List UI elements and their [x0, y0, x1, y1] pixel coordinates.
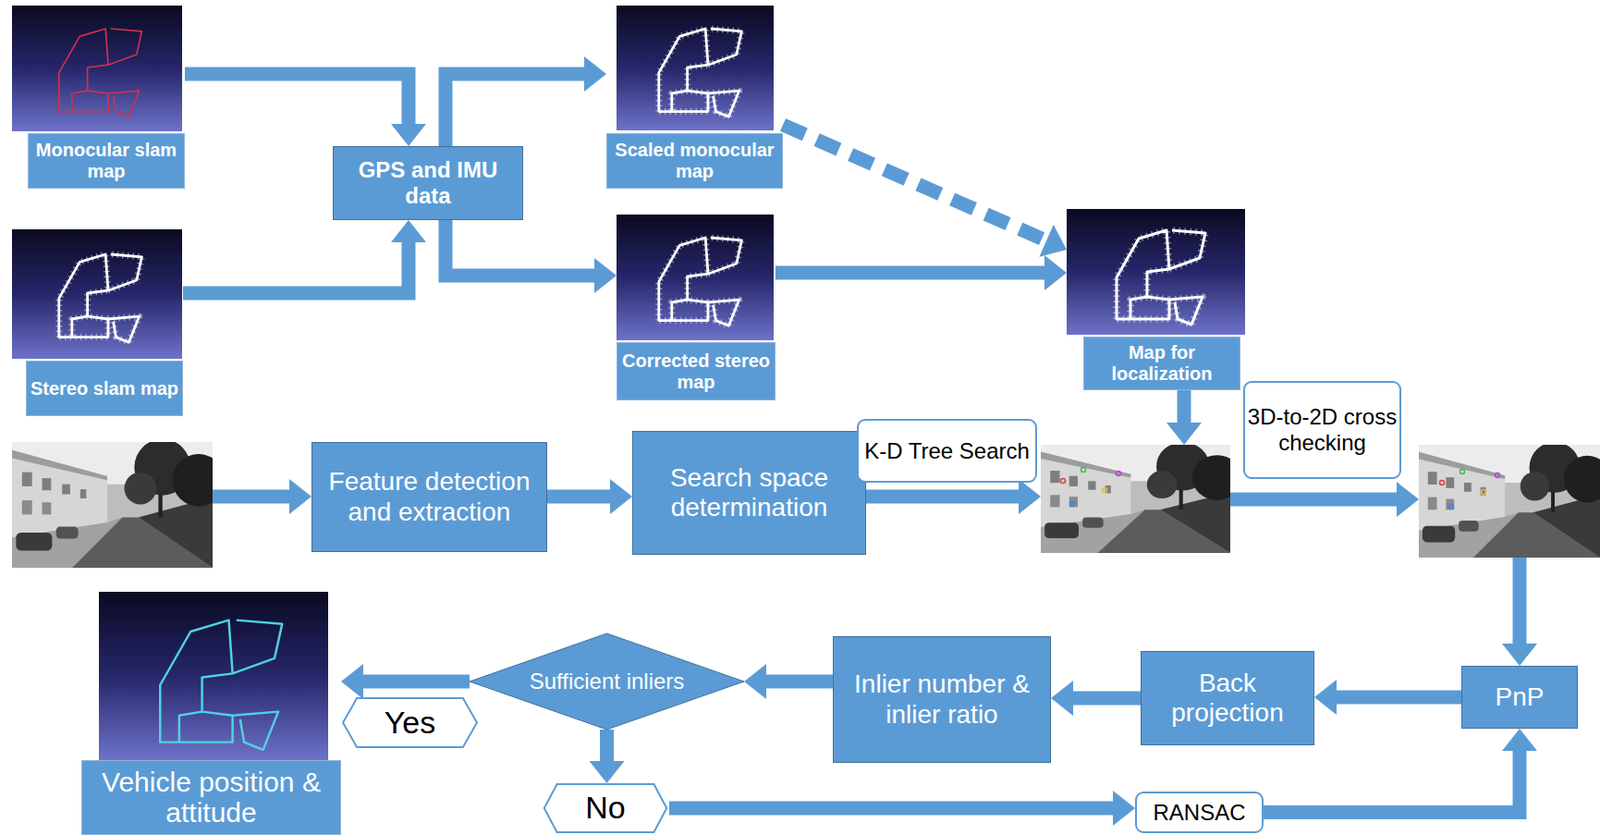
shape-fill — [469, 633, 745, 730]
process-box: Inlier number & inlier ratio — [832, 635, 1051, 763]
connector-line — [445, 73, 585, 147]
arrow-head — [341, 663, 364, 699]
map-panel: Map for localization — [1066, 208, 1246, 391]
arrow-head — [1314, 679, 1337, 715]
connector-line — [1263, 750, 1520, 813]
connector-arrow — [1314, 679, 1462, 715]
node-text: Corrected stereo map — [617, 350, 775, 393]
process-box: PnP — [1461, 665, 1578, 729]
connector-line — [1073, 691, 1141, 706]
connector-line — [445, 219, 595, 276]
process-box: GPS and IMU data — [332, 146, 524, 220]
connector-arrow — [744, 663, 833, 699]
node-text: Sufficient inliers — [529, 668, 685, 695]
connector-line — [782, 124, 1047, 241]
arrow-head — [1044, 255, 1067, 291]
map-caption-box: Map for localization — [1083, 336, 1241, 391]
map-caption-box: Vehicle position & attitude — [81, 759, 342, 835]
node-text: PnP — [1495, 682, 1545, 712]
map-caption-box: Scaled monocular map — [606, 133, 783, 189]
arrow-head — [1112, 790, 1136, 826]
node-text: Back projection — [1141, 668, 1314, 728]
hexagon-label: Yes — [340, 696, 480, 748]
process-box: Search space determination — [632, 430, 867, 555]
map-panel: Vehicle position & attitude — [81, 591, 342, 835]
map-panel: Corrected stereo map — [616, 214, 776, 401]
connector-arrow — [782, 124, 1067, 257]
image-arrows — [212, 390, 1538, 666]
arrow-head — [390, 219, 427, 243]
connector-line — [1336, 690, 1462, 705]
arrow-head — [1038, 224, 1067, 257]
connector-arrow — [184, 73, 427, 147]
connector-arrow — [445, 56, 607, 147]
arrow-head — [1502, 728, 1538, 751]
node-text: GPS and IMU data — [333, 157, 523, 208]
connector-line — [669, 801, 1113, 816]
note-box: K-D Tree Search — [856, 418, 1038, 483]
node-text: Inlier number & inlier ratio — [833, 669, 1051, 729]
arrow-head — [744, 663, 767, 699]
node-text: 3D-to-2D cross checking — [1245, 403, 1400, 455]
map-panel: Monocular slam map — [12, 5, 185, 189]
hexagon-label: No — [541, 782, 670, 833]
connector-arrow — [341, 663, 470, 699]
shape-fill — [544, 783, 667, 832]
node-text: Stereo slam map — [30, 378, 179, 400]
node-text: K-D Tree Search — [864, 438, 1030, 465]
connector-arrow — [589, 729, 625, 783]
connector-arrow — [1050, 680, 1141, 716]
connector-line — [183, 242, 409, 294]
connector-line — [184, 73, 409, 124]
arrow-head — [610, 478, 633, 514]
connector-arrow — [775, 255, 1067, 291]
connector-line — [547, 489, 611, 504]
arrow-head — [1050, 680, 1074, 716]
arrow-head — [390, 123, 427, 147]
decision-diamond: Sufficient inliers — [469, 633, 745, 730]
shape-fill — [342, 697, 477, 747]
node-text: Map for localization — [1084, 341, 1240, 385]
map-panel: Scaled monocular map — [606, 5, 783, 189]
process-box: Feature detection and extraction — [311, 441, 548, 552]
map-images — [12, 5, 1246, 760]
connector-arrow — [183, 219, 427, 294]
process-box: Back projection — [1140, 650, 1315, 746]
node-text: RANSAC — [1152, 799, 1246, 826]
connector-line — [599, 729, 614, 761]
arrow-head — [589, 760, 625, 783]
node-text: Yes — [384, 704, 436, 741]
arrow-head — [584, 56, 607, 92]
node-text: Vehicle position & attitude — [82, 767, 341, 828]
node-text: Feature detection and extraction — [312, 466, 547, 526]
connector-line — [363, 674, 470, 689]
map-caption-box: Monocular slam map — [27, 133, 185, 189]
map-caption-box: Corrected stereo map — [616, 341, 776, 401]
map-caption-box: Stereo slam map — [25, 360, 184, 416]
node-text: No — [585, 789, 625, 826]
node-text: Monocular slam map — [28, 139, 184, 183]
connector-arrow — [445, 219, 617, 294]
note-box: RANSAC — [1135, 791, 1264, 833]
node-text: Search space determination — [633, 463, 866, 523]
node-text: Scaled monocular map — [607, 139, 782, 183]
connector-line — [775, 266, 1045, 281]
connector-arrow — [669, 790, 1136, 826]
connector-line — [766, 674, 833, 689]
arrow-head — [594, 257, 617, 294]
map-panel: Stereo slam map — [12, 229, 184, 416]
connector-arrow — [547, 478, 633, 514]
note-box: 3D-to-2D cross checking — [1243, 380, 1402, 479]
